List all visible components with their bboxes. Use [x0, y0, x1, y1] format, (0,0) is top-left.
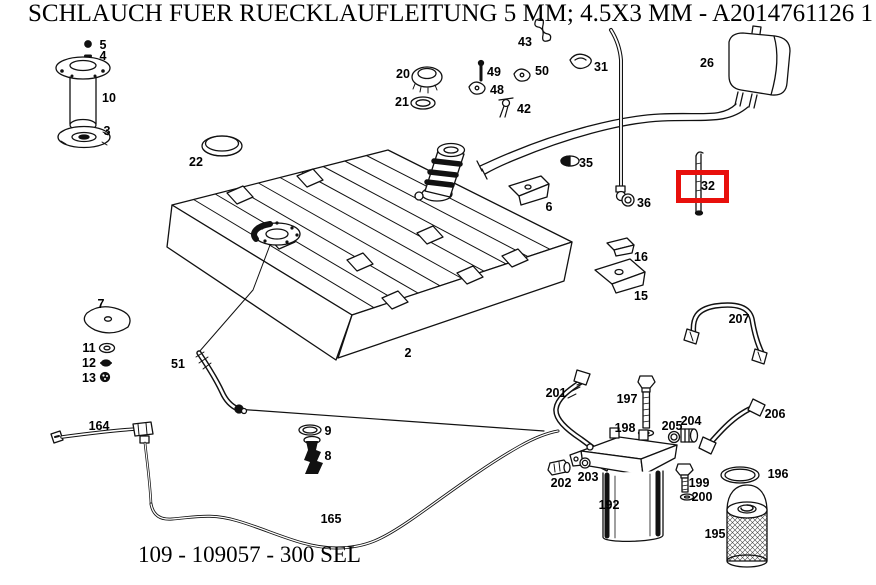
fittings-204-205: [667, 428, 699, 444]
hose-206: [698, 398, 766, 455]
part-label-32[interactable]: 32: [701, 178, 715, 193]
highlight-box[interactable]: [676, 170, 729, 203]
bolt-199: [675, 463, 695, 501]
fuel-level-sender-assembly: [55, 40, 111, 149]
part-label-13[interactable]: 13: [82, 370, 96, 385]
part-label-204[interactable]: 204: [680, 413, 702, 428]
fuel-line-164: [50, 421, 154, 506]
part-label-203[interactable]: 203: [577, 469, 599, 484]
part-label-3[interactable]: 3: [103, 123, 111, 138]
filler-neck: [414, 142, 466, 202]
part-label-199[interactable]: 199: [688, 475, 710, 490]
fuel-tank: [166, 142, 573, 361]
fuel-filler-cap: [410, 66, 443, 110]
small-clips: [468, 18, 646, 294]
fuel-filter-housing: [569, 427, 678, 543]
part-label-5[interactable]: 5: [99, 37, 107, 52]
part-label-31[interactable]: 31: [594, 59, 608, 74]
part-label-196[interactable]: 196: [767, 466, 789, 481]
part-label-197[interactable]: 197: [616, 391, 638, 406]
plug-202-203: [547, 457, 591, 476]
part-label-164[interactable]: 164: [88, 418, 110, 433]
part-label-51[interactable]: 51: [171, 356, 185, 371]
part-label-12[interactable]: 12: [82, 355, 96, 370]
grommet-8-9: [298, 424, 323, 474]
part-label-49[interactable]: 49: [487, 64, 501, 79]
part-label-2[interactable]: 2: [404, 345, 412, 360]
part-label-165[interactable]: 165: [320, 511, 342, 526]
vent-tube: [609, 28, 635, 207]
part-label-9[interactable]: 9: [324, 423, 332, 438]
part-label-35[interactable]: 35: [579, 155, 593, 170]
part-label-21[interactable]: 21: [395, 94, 409, 109]
part-label-205[interactable]: 205: [661, 418, 683, 433]
page-title: SCHLAUCH FUER RUECKLAUFLEITUNG 5 MM; 4.5…: [28, 0, 873, 27]
part-label-11[interactable]: 11: [82, 340, 96, 355]
part-label-202[interactable]: 202: [550, 475, 572, 490]
tank-access-cap: [201, 135, 243, 157]
part-label-42[interactable]: 42: [517, 101, 531, 116]
part-label-201[interactable]: 201: [545, 385, 567, 400]
part-label-206[interactable]: 206: [764, 406, 786, 421]
part-label-26[interactable]: 26: [700, 55, 714, 70]
part-label-16[interactable]: 16: [634, 249, 648, 264]
gasket-196: [720, 466, 760, 484]
part-label-10[interactable]: 10: [102, 90, 116, 105]
part-label-192[interactable]: 192: [598, 497, 620, 512]
part-label-200[interactable]: 200: [691, 489, 713, 504]
part-label-4[interactable]: 4: [99, 48, 107, 63]
part-label-43[interactable]: 43: [518, 34, 532, 49]
part-label-50[interactable]: 50: [535, 63, 549, 78]
part-label-15[interactable]: 15: [634, 288, 648, 303]
bolt-197: [637, 375, 656, 437]
sender-flange: [251, 221, 301, 246]
hose-207: [683, 302, 768, 365]
fuel-line-165: [149, 429, 560, 550]
closing-plate: [83, 306, 131, 383]
part-label-36[interactable]: 36: [637, 195, 651, 210]
hose-51: [195, 350, 248, 415]
part-label-6[interactable]: 6: [545, 199, 553, 214]
part-label-20[interactable]: 20: [396, 66, 410, 81]
part-label-48[interactable]: 48: [490, 82, 504, 97]
tank-outlet-lines: [198, 244, 545, 432]
expansion-tank: [476, 25, 791, 180]
part-label-7[interactable]: 7: [97, 296, 105, 311]
part-label-8[interactable]: 8: [324, 448, 332, 463]
part-label-195[interactable]: 195: [704, 526, 726, 541]
filter-element-195: [726, 484, 768, 568]
part-label-198[interactable]: 198: [614, 420, 636, 435]
part-label-207[interactable]: 207: [728, 311, 750, 326]
footer-caption: 109 - 109057 - 300 SEL: [138, 542, 361, 567]
part-label-22[interactable]: 22: [189, 154, 203, 169]
